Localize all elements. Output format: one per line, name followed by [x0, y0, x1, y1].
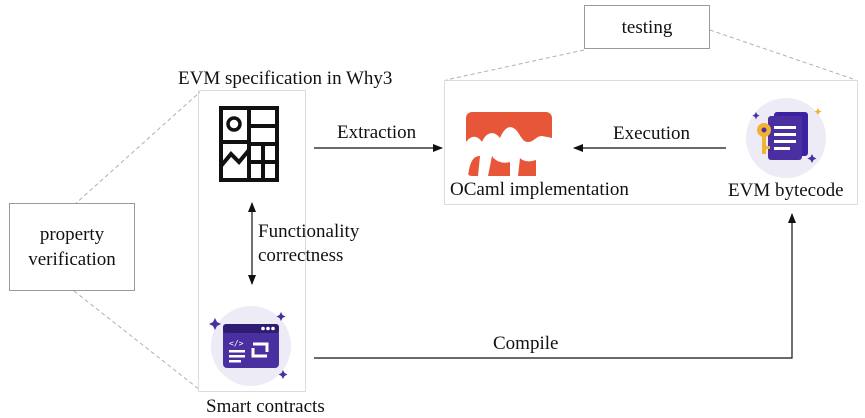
document-map-icon [219, 106, 279, 182]
property-verification-box: property verification [9, 203, 135, 291]
code-window-icon: </> [209, 306, 291, 386]
execution-label: Execution [613, 123, 691, 144]
testing-guide-right [709, 29, 857, 81]
testing-box: testing [584, 5, 710, 49]
ocaml-label: OCaml implementation [450, 179, 629, 200]
evm-spec-label: EVM specification in Why3 [178, 68, 393, 89]
property-guide-top [73, 91, 201, 206]
extraction-label: Extraction [337, 122, 417, 143]
functionality-label-line1: Functionality [258, 221, 360, 242]
property-label-line1: property [39, 224, 105, 245]
evm-bytecode-label: EVM bytecode [728, 180, 844, 201]
testing-label: testing [621, 16, 673, 38]
testing-guide-left [445, 49, 585, 81]
compile-label: Compile [493, 333, 559, 354]
property-label-line2: verification [28, 249, 116, 270]
functionality-label-line2: correctness [258, 245, 344, 266]
smart-contracts-label: Smart contracts [206, 396, 325, 417]
ocaml-camel-logo [466, 112, 552, 176]
svg-text:</>: </> [229, 339, 244, 348]
compile-arrow [314, 213, 796, 359]
property-guide-bottom [73, 290, 201, 391]
testing-panel [444, 80, 858, 205]
bytecode-document-key-icon [746, 98, 826, 178]
verification-panel [198, 90, 306, 392]
